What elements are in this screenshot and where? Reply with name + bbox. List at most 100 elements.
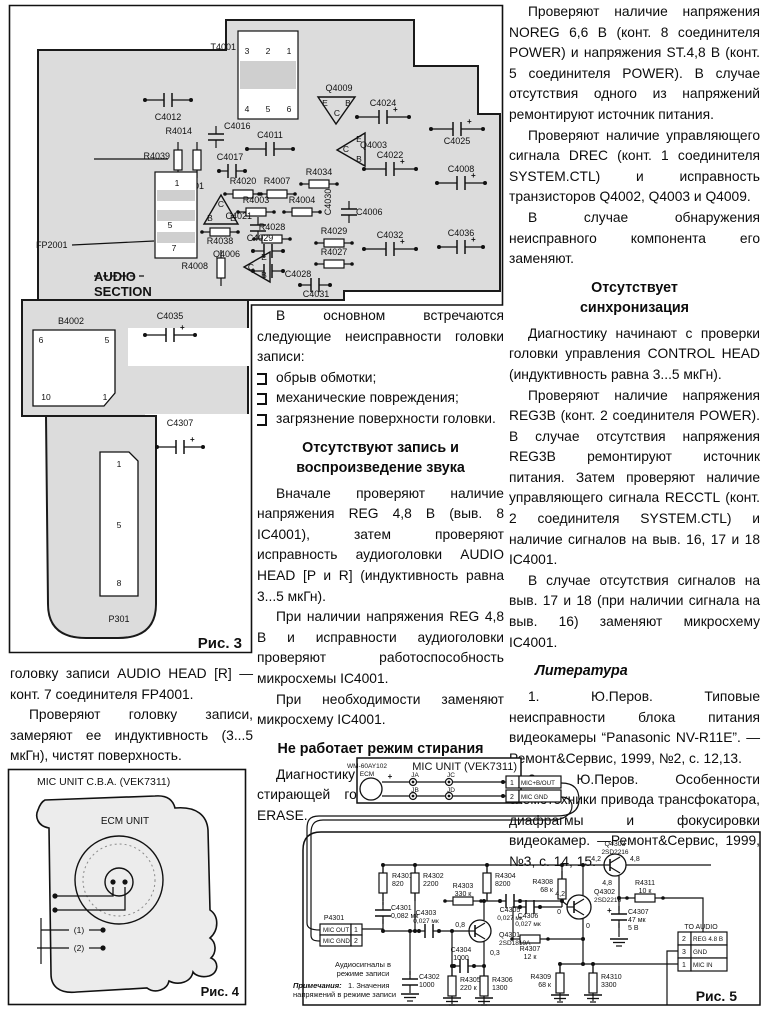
component-label: B4002 — [58, 316, 84, 326]
resistor-symbol — [482, 872, 492, 894]
list-item: механические повреждения; — [257, 388, 504, 409]
component-label: R4028 — [259, 222, 286, 232]
transistor-pin-letter: C — [248, 262, 254, 272]
wire-dot — [413, 929, 417, 933]
component-label: MIC+B/OUT — [521, 780, 555, 787]
wire-dot — [381, 929, 385, 933]
component-label: C4307 — [167, 418, 194, 428]
component-label: JD — [447, 787, 455, 794]
connector-shading — [157, 190, 195, 201]
wire-dot — [483, 181, 487, 185]
paragraph: При наличии напряжения REG 4,8 В и испра… — [257, 609, 504, 686]
component-label: MIC GND — [521, 794, 548, 801]
component-label: 0,027 мк — [497, 915, 523, 922]
lead-end-dot — [52, 893, 58, 899]
wire-dot — [201, 445, 205, 449]
component-label: R4306 — [492, 977, 513, 984]
transistor-pin-letter: B — [261, 270, 267, 280]
ecm-terminal-dot — [122, 879, 128, 885]
wire-dot — [408, 929, 412, 933]
resistor-symbol — [452, 896, 474, 906]
connector-shading — [157, 210, 195, 221]
paragraph: Проверяют наличие напряжения REG3B (конт… — [509, 387, 760, 568]
polarity-plus: + — [400, 157, 405, 166]
transistor-symbol — [609, 866, 621, 874]
resistor-symbol — [209, 227, 231, 237]
wire-dot — [335, 182, 339, 186]
component-label: Q4303 — [604, 841, 625, 848]
connector-shading — [240, 61, 296, 89]
component-label: C4029 — [247, 233, 274, 243]
component-label: + — [388, 772, 393, 781]
transistor-symbol — [474, 932, 486, 940]
wire-dot — [501, 780, 505, 784]
wire-dot — [328, 283, 332, 287]
transistor-pin-letter: C — [218, 199, 224, 209]
figure-4-mic-unit-board: MIC UNIT C.B.A. (VEK7311) ECM UNIT (1) (… — [7, 768, 247, 1006]
component-label: 8200 — [495, 881, 511, 888]
pin-number: 1 — [103, 392, 108, 402]
connector-box — [350, 934, 363, 947]
component-label: R4003 — [243, 195, 270, 205]
list-item: обрыв обмотки; — [257, 368, 504, 389]
polarity-plus: + — [180, 323, 185, 332]
resistor-symbol — [173, 149, 183, 171]
section-heading: Не работает режим стирания — [277, 740, 484, 757]
component-label: WM-60AY102 — [347, 763, 387, 770]
transistor-symbol — [202, 193, 240, 225]
ecm-outer-circle — [74, 835, 164, 925]
component-label: R4029 — [321, 226, 348, 236]
transistor-symbol — [316, 96, 357, 126]
paragraph: Вначале проверяют наличие напряжения REG… — [257, 485, 504, 604]
component-label: R4308 — [532, 879, 553, 886]
polarity-plus: + — [400, 237, 405, 246]
component-label: 0,8 — [455, 922, 465, 929]
pin-number: 1 — [175, 178, 180, 188]
component-label: Аудиосигналы в — [335, 960, 391, 969]
component-label: Q4006 — [213, 249, 240, 259]
pin-number: 7 — [172, 243, 177, 253]
component-label: 68 к — [540, 887, 554, 894]
resistor-symbol — [410, 872, 420, 894]
wire-dot — [251, 249, 255, 253]
wire-dot — [510, 937, 514, 941]
pin-number: 6 — [287, 104, 292, 114]
component-label: 4,2 — [555, 891, 565, 898]
component-label: Q4009 — [325, 83, 352, 93]
component-label: R4020 — [230, 176, 257, 186]
wire-dot — [236, 230, 240, 234]
wire-dot — [318, 210, 322, 214]
component-label: JB — [411, 787, 419, 794]
wire-dot — [193, 333, 197, 337]
terminal-dot — [100, 945, 106, 951]
component-label: 1000 — [453, 955, 469, 962]
component-label: 4,8 — [602, 880, 612, 887]
wire — [512, 906, 520, 939]
component-label: C4307 — [628, 909, 649, 916]
component-label: напряжений в режиме записи — [293, 990, 396, 999]
polarity-plus: + — [471, 171, 476, 180]
left-column-text: головку записи AUDIO HEAD [R] — конт. 7 … — [10, 664, 253, 767]
pin-number: 2 — [510, 794, 514, 801]
wire-dot — [482, 964, 486, 968]
component-label: AUDIO — [94, 269, 136, 284]
component-label: C4031 — [303, 289, 330, 299]
component-label: R4302 — [423, 873, 444, 880]
wire-dot — [429, 127, 433, 131]
wire-dot — [189, 98, 193, 102]
polarity-plus: + — [607, 906, 612, 915]
wire-dot — [281, 249, 285, 253]
component-label: T4001 — [210, 42, 236, 52]
wire-dot — [362, 167, 366, 171]
wire-dot — [437, 245, 441, 249]
component-label: C4032 — [377, 230, 404, 240]
component-label: R4301 — [392, 873, 413, 880]
component-label: 1300 — [492, 985, 508, 992]
board-cutout — [145, 414, 249, 470]
wire-dot — [200, 230, 204, 234]
resistor-symbol — [323, 238, 345, 248]
component-label: 3300 — [601, 982, 617, 989]
transistor-pin-letter: E — [230, 213, 236, 223]
junction-ring — [447, 794, 451, 798]
wire-dot — [362, 247, 366, 251]
